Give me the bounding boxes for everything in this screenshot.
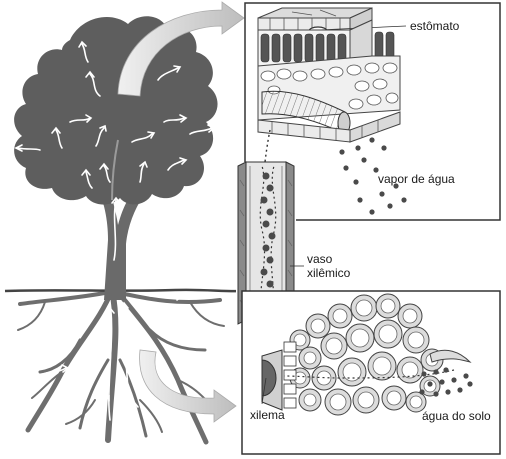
label-xylem: xilema <box>250 408 285 422</box>
roots <box>17 287 225 445</box>
label-vessel-line2: xilêmico <box>307 266 351 280</box>
ground-line <box>4 288 243 293</box>
label-water-vapor: vapor de água <box>378 172 455 186</box>
canopy <box>14 16 218 205</box>
label-vessel-line1: vaso <box>307 252 333 266</box>
soil-water-droplets <box>419 367 473 397</box>
curved-arrow-down-icon <box>139 349 237 423</box>
leaf-section-panel <box>244 2 501 221</box>
root-section-panel <box>241 290 501 455</box>
label-soil-water: água do solo <box>422 409 491 423</box>
label-stomata: estômato <box>410 19 460 33</box>
root-hair <box>429 349 472 363</box>
trunk <box>96 180 146 300</box>
tree <box>4 16 243 445</box>
water-vapor-droplets <box>339 137 407 215</box>
curved-arrow-up-icon <box>117 1 245 97</box>
